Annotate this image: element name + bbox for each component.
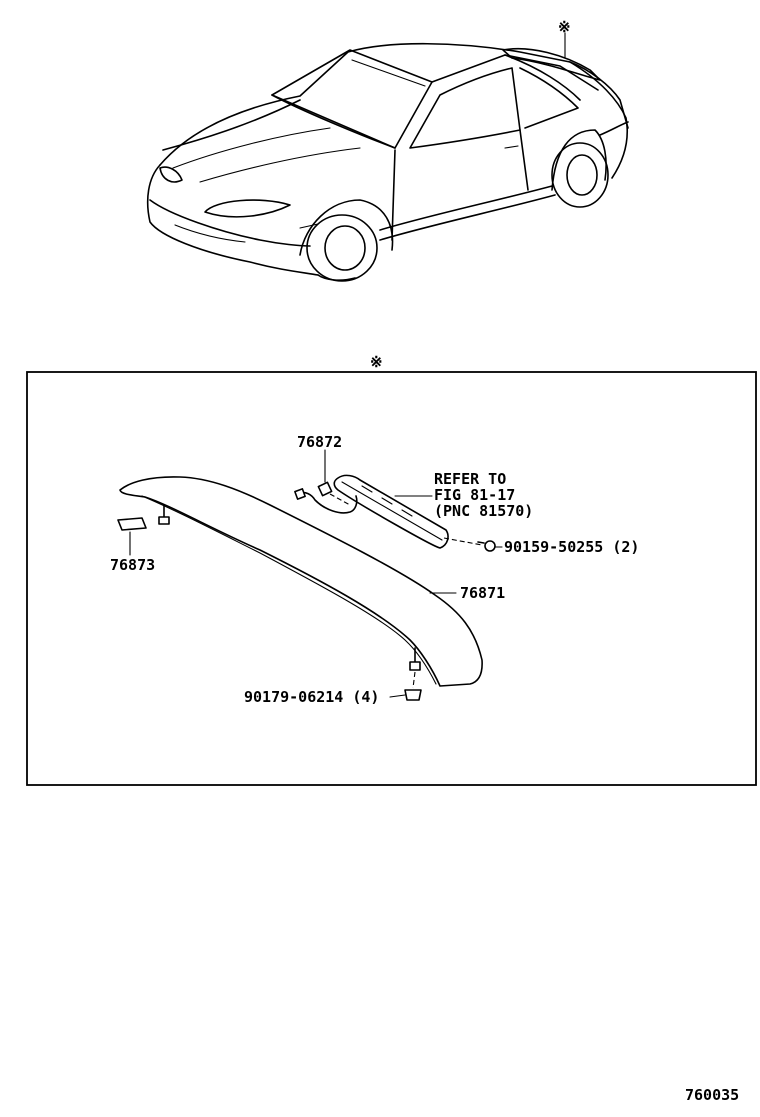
- label-76871: 76871: [460, 584, 505, 602]
- nut: [404, 671, 422, 701]
- label-refer-line1: REFER TO: [434, 470, 506, 488]
- label-screw: 90159-50255 (2): [504, 538, 639, 556]
- lamp-bracket: [317, 481, 333, 497]
- label-nut: 90179-06214 (4): [244, 688, 379, 706]
- stud-right: [409, 647, 421, 671]
- label-76872: 76872: [297, 433, 342, 451]
- figure-number: 760035: [685, 1086, 739, 1104]
- leader-nut: [389, 694, 406, 698]
- label-76873: 76873: [110, 556, 155, 574]
- car-marker: ※: [558, 18, 571, 36]
- high-mount-lamp: [333, 474, 449, 549]
- screw: [443, 537, 496, 552]
- label-refer-line2: FIG 81-17: [434, 486, 515, 504]
- pad: [117, 517, 147, 531]
- spoiler-cover: [119, 476, 483, 687]
- detail-frame: [26, 371, 757, 786]
- label-refer-line3: (PNC 81570): [434, 502, 533, 520]
- lamp-wire: [294, 488, 358, 514]
- car-illustration: [146, 32, 629, 282]
- stud-left: [158, 504, 170, 525]
- box-marker: ※: [370, 353, 383, 371]
